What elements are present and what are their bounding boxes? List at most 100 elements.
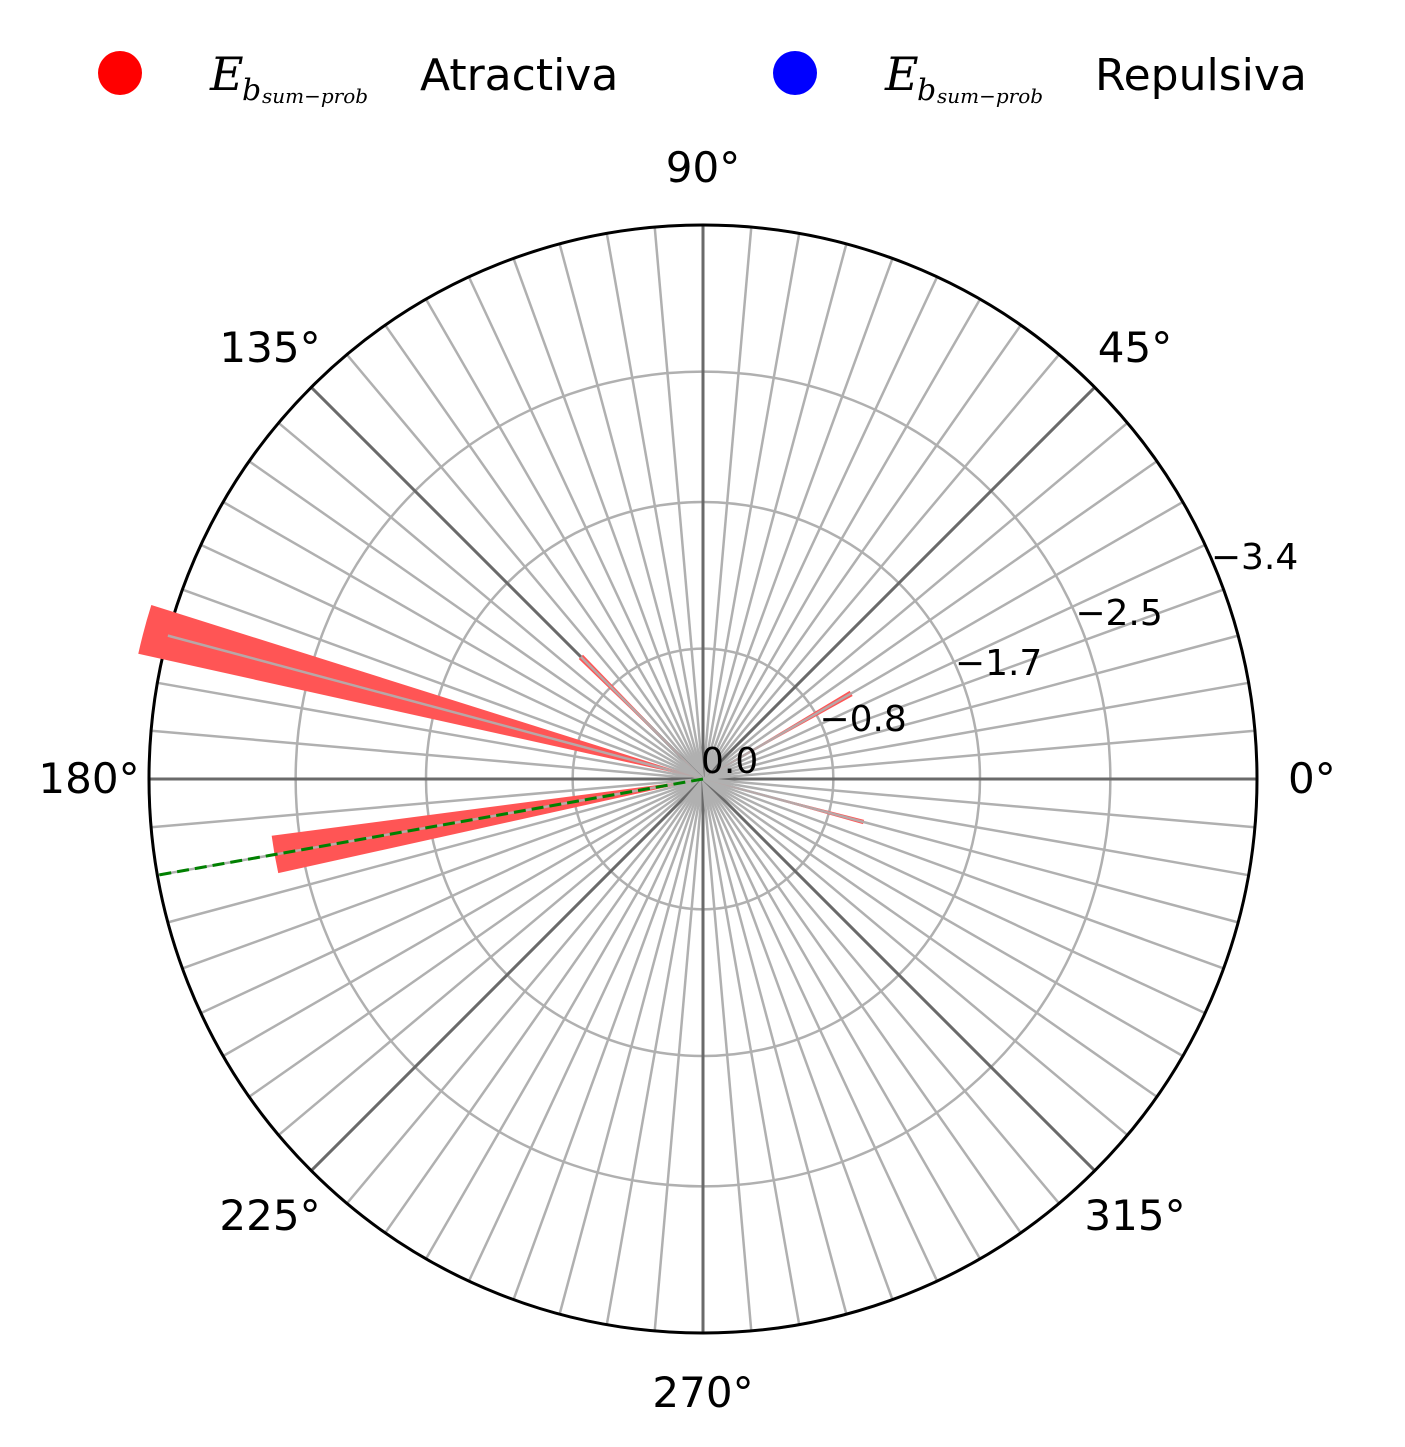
angular-gridline <box>701 778 939 1282</box>
angular-gridline <box>467 276 705 780</box>
angular-gridline <box>200 777 704 1015</box>
reference-line <box>157 777 704 877</box>
angular-gridline <box>701 233 801 780</box>
radial-tick-label: −0.8 <box>819 699 906 740</box>
angular-gridline <box>384 324 705 780</box>
legend-marker-atractiva <box>98 51 142 95</box>
legend-symbol-repulsiva: E <box>884 47 919 101</box>
angular-gridline <box>701 226 753 780</box>
radial-tick-label: 0.0 <box>701 741 758 782</box>
angle-tick-label: 180° <box>38 754 139 803</box>
angular-gridline <box>702 777 1206 1015</box>
legend-marker-repulsiva <box>773 51 817 95</box>
angular-gridline <box>702 460 1158 781</box>
angular-gridline <box>702 777 1158 1098</box>
angular-gridline <box>701 778 894 1301</box>
bar-center-gridline <box>167 634 704 781</box>
angular-gridline <box>702 777 1256 829</box>
angular-gridline <box>702 588 1225 781</box>
angular-gridline <box>702 778 1061 1205</box>
legend-label-atractiva: Atractiva <box>420 50 618 101</box>
angle-tick-label: 270° <box>652 1368 753 1417</box>
angular-gridline <box>702 777 1249 877</box>
angular-gridline <box>701 778 982 1260</box>
angular-gridline <box>424 778 705 1260</box>
angular-gridline <box>150 777 704 829</box>
angle-tick-label: 45° <box>1098 323 1172 372</box>
polar-bar-3 <box>138 605 703 779</box>
angular-gridline <box>277 421 704 780</box>
angular-gridline <box>167 777 704 924</box>
angular-gridline <box>702 421 1129 780</box>
legend-label-repulsiva: Repulsiva <box>1095 50 1307 101</box>
legend-subscript-base-repulsiva: b <box>917 73 936 108</box>
angular-gridline <box>702 729 1256 781</box>
angular-gridline <box>701 243 848 780</box>
angular-gridline <box>701 778 1022 1234</box>
reference-line-group <box>157 777 704 877</box>
angle-tick-label: 225° <box>219 1191 320 1240</box>
legend-subscript-base-atractiva: b <box>242 73 261 108</box>
angular-gridline <box>512 257 705 780</box>
angular-gridline <box>605 778 705 1325</box>
angular-gridline <box>222 777 704 1058</box>
angular-gridline <box>653 226 705 780</box>
radial-tick-label: −3.4 <box>1211 537 1298 578</box>
bar-center-gridline <box>702 692 852 781</box>
legend: E b sum−prob Atractiva E b sum−prob Repu… <box>98 47 1307 108</box>
angular-gridline <box>702 543 1206 781</box>
bar-center-gridline <box>702 777 864 824</box>
angular-gridline <box>653 778 705 1332</box>
polar-outer-ring <box>147 223 1259 1335</box>
legend-symbol-atractiva: E <box>209 47 244 101</box>
angular-gridline <box>150 729 704 781</box>
angular-gridline <box>222 500 704 781</box>
angular-gridline <box>701 324 1022 780</box>
angular-gridline <box>702 778 1129 1137</box>
angular-gridline <box>558 243 705 780</box>
major-angular-gridline <box>701 386 1096 781</box>
angular-gridline <box>200 543 704 781</box>
angular-gridline <box>558 778 705 1315</box>
polar-bar-4 <box>271 779 703 874</box>
radial-tick-label: −1.7 <box>955 643 1042 684</box>
legend-subscript-atractiva: sum−prob <box>262 84 368 108</box>
angular-gridline <box>702 777 1184 1058</box>
angular-gridline <box>181 588 704 781</box>
radial-tick-label: −2.5 <box>1075 593 1162 634</box>
polar-tick-labels: 0°45°90°135°180°225°270°315°0.0−0.8−1.7−… <box>38 143 1335 1417</box>
angular-gridline <box>277 778 704 1137</box>
angle-tick-label: 135° <box>219 323 320 372</box>
angular-gridline <box>384 778 705 1234</box>
angular-gridline <box>248 460 704 781</box>
angular-gridline <box>181 777 704 970</box>
angular-gridline <box>702 634 1239 781</box>
angular-gridline <box>157 681 704 781</box>
angular-gridline <box>701 257 894 780</box>
major-angular-gridline <box>701 777 1096 1172</box>
angular-gridline <box>701 298 982 780</box>
angular-gridline <box>701 778 801 1325</box>
angular-gridline <box>345 778 704 1205</box>
angular-gridline <box>702 777 1225 970</box>
angular-gridline <box>701 778 848 1315</box>
major-angular-gridline <box>310 777 705 1172</box>
bar-center-gridline <box>579 655 704 780</box>
angle-tick-label: 0° <box>1288 754 1336 803</box>
angular-gridline <box>605 233 705 780</box>
angular-gridline <box>702 681 1249 781</box>
angular-gridline <box>424 298 705 780</box>
angular-gridline <box>701 276 939 780</box>
legend-subscript-repulsiva: sum−prob <box>937 84 1043 108</box>
angular-gridline <box>701 778 753 1332</box>
legend-item-atractiva: E b sum−prob Atractiva <box>98 47 618 108</box>
legend-item-repulsiva: E b sum−prob Repulsiva <box>773 47 1307 108</box>
angular-gridline <box>512 778 705 1301</box>
angular-gridline <box>702 353 1061 780</box>
angular-gridline <box>467 778 705 1282</box>
angular-gridline <box>345 353 704 780</box>
angle-tick-label: 315° <box>1084 1191 1185 1240</box>
angular-gridline <box>248 777 704 1098</box>
angle-tick-label: 90° <box>666 143 740 192</box>
